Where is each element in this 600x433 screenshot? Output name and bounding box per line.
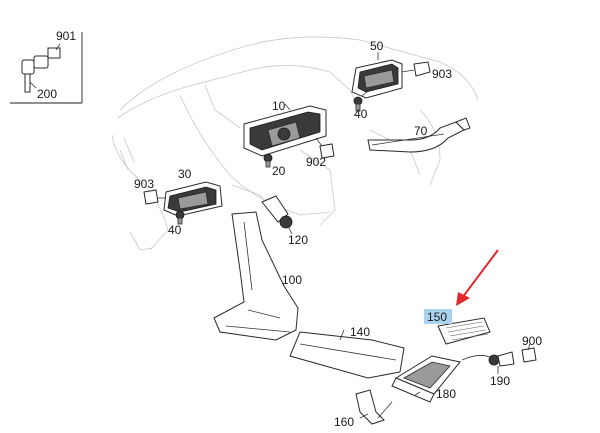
part-10-center-vent xyxy=(243,103,327,157)
callout-140: 140 xyxy=(350,325,370,339)
callout-150: 150 xyxy=(427,310,447,324)
part-190-connector xyxy=(461,351,515,374)
part-40-screw-top xyxy=(353,87,373,112)
callout-200: 200 xyxy=(37,87,57,101)
part-150-control-unit xyxy=(437,317,491,345)
part-70-duct xyxy=(367,117,471,153)
callout-180: 180 xyxy=(436,387,456,401)
inset-key-box xyxy=(10,32,83,104)
callout-903-left: 903 xyxy=(134,177,154,191)
callout-70: 70 xyxy=(414,124,428,138)
part-30-left-vent xyxy=(163,181,223,217)
callout-40-left: 40 xyxy=(168,223,182,237)
callout-100: 100 xyxy=(282,273,302,287)
callout-40-top: 40 xyxy=(354,107,368,121)
part-140-rear-duct xyxy=(289,329,405,379)
part-100-floor-duct xyxy=(213,211,299,341)
red-arrow-icon xyxy=(456,249,499,306)
callout-901: 901 xyxy=(56,29,76,43)
part-903-clip-left xyxy=(143,189,166,205)
part-50-air-vent xyxy=(351,52,403,99)
callout-903-top: 903 xyxy=(432,67,452,81)
part-160-bracket xyxy=(355,389,393,425)
key-switch-icon xyxy=(21,43,61,93)
callout-160: 160 xyxy=(334,415,354,429)
callout-150-highlight xyxy=(424,309,452,324)
part-900-clip xyxy=(521,343,537,363)
part-20-screw xyxy=(263,153,273,168)
callout-20: 20 xyxy=(272,164,286,178)
callout-902: 902 xyxy=(306,155,326,169)
callout-50: 50 xyxy=(370,39,384,53)
grid-pattern xyxy=(445,321,489,341)
callout-30: 30 xyxy=(178,167,192,181)
part-40-screw-left xyxy=(175,210,185,225)
part-902-clip xyxy=(315,137,335,159)
part-120-nozzle xyxy=(261,195,293,235)
callout-120: 120 xyxy=(288,233,308,247)
part-180-module xyxy=(391,355,461,403)
part-903-clip-top xyxy=(401,61,431,77)
callout-10: 10 xyxy=(272,99,286,113)
callout-900: 900 xyxy=(522,334,542,348)
callout-190: 190 xyxy=(490,374,510,388)
